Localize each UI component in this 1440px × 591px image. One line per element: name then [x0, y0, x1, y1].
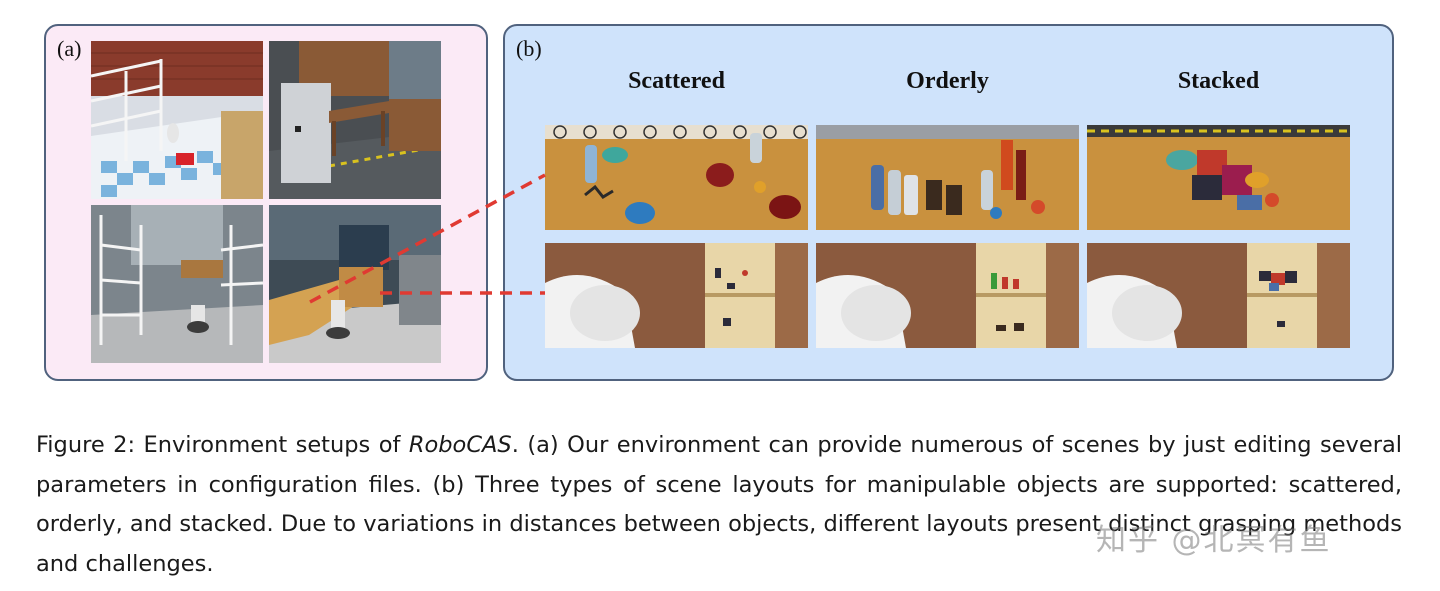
- column-title-orderly: Orderly: [906, 68, 989, 94]
- scene-factory-image: [269, 205, 441, 363]
- watermark: 知乎 @北冥有鱼: [1096, 523, 1332, 558]
- stacked-cabinet-image: [1087, 243, 1350, 348]
- caption-system-name: RoboCAS: [408, 432, 512, 458]
- orderly-cabinet-image: [816, 243, 1079, 348]
- scene-warehouse-image: [91, 205, 263, 363]
- column-title-scattered: Scattered: [628, 68, 725, 94]
- panel-b-label: (b): [516, 36, 542, 61]
- figure-caption: Figure 2: Environment setups of RoboCAS.…: [36, 426, 1402, 584]
- panel-a-label: (a): [57, 36, 82, 61]
- scattered-cabinet-image: [545, 243, 808, 348]
- scene-kitchen-image: [269, 41, 441, 199]
- caption-body: . (a) Our environment can provide numero…: [36, 432, 1402, 577]
- caption-prefix: Figure 2: Environment setups of: [36, 432, 409, 458]
- scene-storeroom-image: [91, 41, 263, 199]
- orderly-tabletop-image: [816, 125, 1079, 230]
- scattered-tabletop-image: [545, 125, 808, 230]
- column-title-stacked: Stacked: [1177, 68, 1260, 94]
- stacked-tabletop-image: [1087, 125, 1350, 230]
